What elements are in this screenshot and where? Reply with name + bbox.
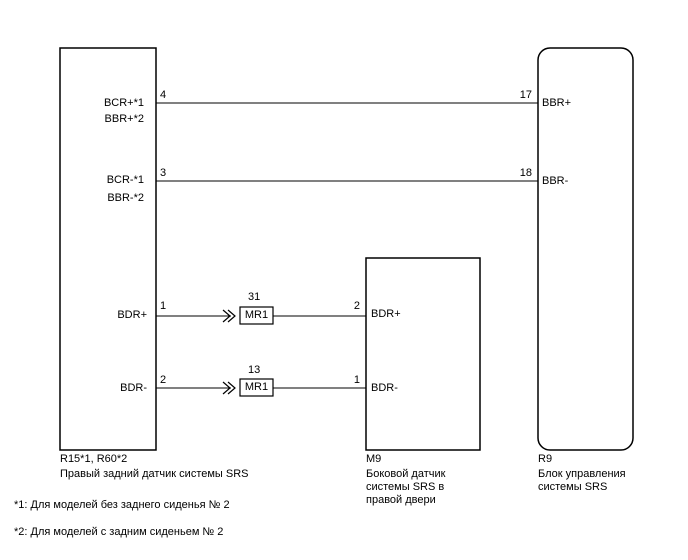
middle-component-box [365, 257, 481, 451]
left-pin-num-2: 2 [160, 374, 167, 386]
left-pin-bbr-plus-label: BBR+*2 [104, 113, 144, 125]
connector-mr1-13 [222, 378, 274, 397]
left-component-name: Правый задний датчик системы SRS [60, 468, 249, 480]
footnote-2: *2: Для моделей с задним сиденьем № 2 [14, 526, 224, 538]
middle-component-name-line3: правой двери [366, 494, 436, 506]
middle-component-name-line2: системы SRS в [366, 481, 445, 493]
left-pin-num-1: 1 [160, 300, 167, 312]
middle-pin-num-2: 2 [353, 300, 360, 312]
left-pin-bbr-minus-label: BBR-*2 [107, 192, 144, 204]
right-pin-num-17: 17 [519, 89, 532, 101]
left-pin-num-3: 3 [160, 167, 167, 179]
middle-pin-bdr-minus-label: BDR- [371, 382, 398, 394]
left-component-box [59, 47, 157, 451]
middle-component-name-line1: Боковой датчик [366, 468, 446, 480]
right-pin-bbr-plus-label: BBR+ [542, 97, 572, 109]
footnote-1: *1: Для моделей без заднего сиденья № 2 [14, 499, 230, 511]
left-pin-bcr-plus-label: BCR+*1 [103, 97, 144, 109]
connector-mr1-31 [222, 306, 274, 325]
right-component-name-line1: Блок управления [538, 468, 626, 480]
left-pin-bdr-minus-label: BDR- [120, 382, 147, 394]
right-component-code: R9 [538, 453, 553, 465]
connector-label-mr1-2: MR1 [244, 381, 269, 393]
left-component-code: R15*1, R60*2 [60, 453, 128, 465]
connector-num-31: 31 [248, 291, 261, 303]
left-pin-bcr-minus-label: BCR-*1 [106, 174, 144, 186]
right-component-box [537, 47, 634, 451]
middle-component-code: M9 [366, 453, 382, 465]
right-pin-bbr-minus-label: BBR- [542, 175, 569, 187]
middle-pin-bdr-plus-label: BDR+ [371, 308, 401, 320]
right-pin-num-18: 18 [519, 167, 532, 179]
left-pin-num-4: 4 [160, 89, 167, 101]
connector-label-mr1: MR1 [244, 309, 269, 321]
left-pin-bdr-plus-label: BDR+ [117, 309, 147, 321]
middle-pin-num-1: 1 [353, 374, 360, 386]
right-component-name-line2: системы SRS [538, 481, 608, 493]
connector-num-13: 13 [248, 364, 261, 376]
